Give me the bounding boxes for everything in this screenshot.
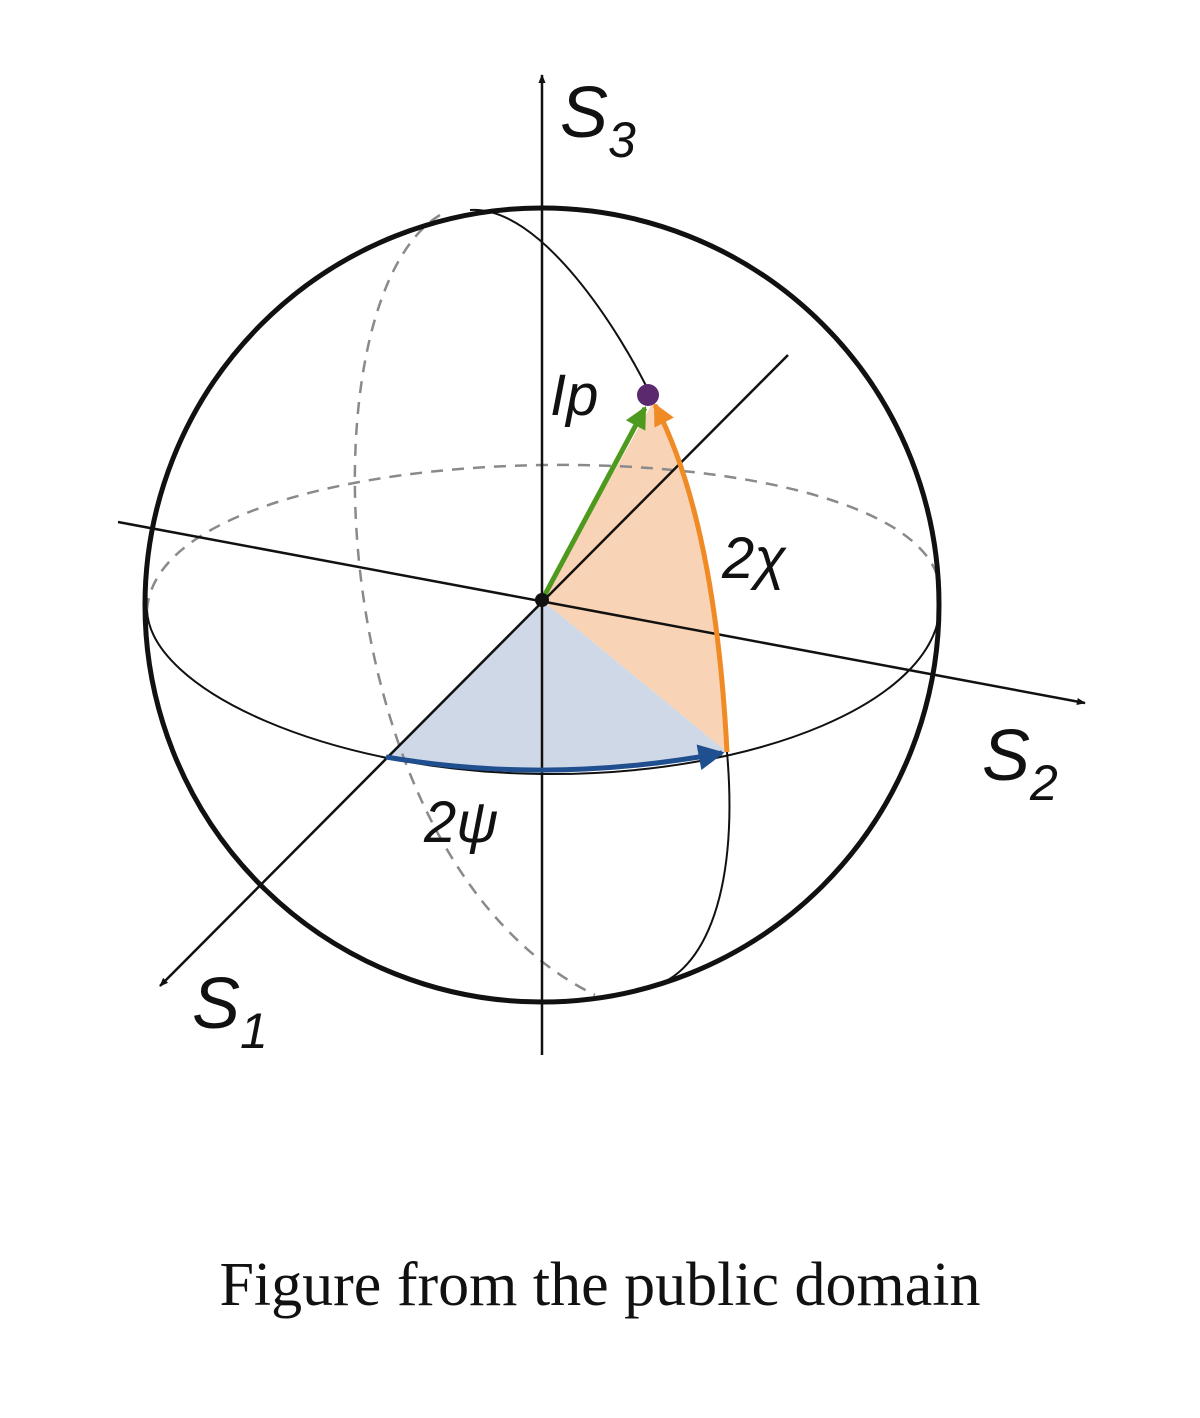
s2-axis [117, 520, 1086, 706]
psi-sector-fill [386, 600, 727, 770]
origin-point [535, 593, 549, 607]
meridian-front [469, 208, 654, 401]
s2-label: S2 [982, 716, 1058, 811]
ip-vector [539, 406, 648, 602]
poincare-sphere-diagram: S3 S2 S1 Ip 2χ 2ψ [117, 73, 1086, 1059]
figure-caption: Figure from the public domain [219, 1251, 981, 1319]
meridian-lower [644, 751, 731, 989]
psi-arc [385, 744, 725, 773]
s1-label: S1 [192, 964, 268, 1059]
hidden-meridian-back [353, 213, 596, 997]
chi-arc [652, 403, 730, 753]
s1-axis [159, 354, 789, 987]
s3-label: S3 [560, 73, 636, 168]
chi-sector-fill [542, 402, 727, 752]
polarization-point [637, 384, 659, 406]
hidden-equator-back [145, 463, 942, 611]
ip-label: Ip [550, 363, 598, 428]
two-chi-label: 2χ [721, 526, 787, 591]
two-psi-label: 2ψ [423, 790, 498, 855]
